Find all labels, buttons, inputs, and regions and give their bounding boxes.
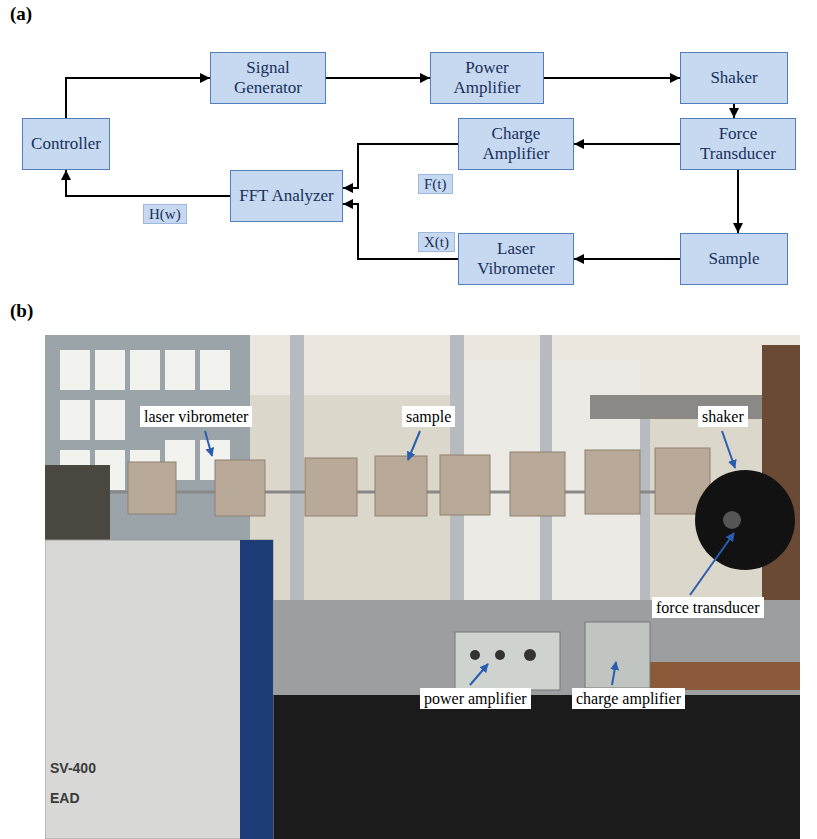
process-box: Sample: [680, 233, 788, 285]
panel-letter: (a): [10, 3, 32, 25]
leader-line: [408, 431, 420, 460]
device-marking: SV-400: [50, 760, 96, 776]
sample-plates: [128, 448, 710, 516]
box-text: Signal Generator: [211, 58, 325, 97]
process-box: FFT Analyzer: [230, 170, 343, 222]
laser-head-stripe: [240, 540, 273, 839]
signal-arrow: [574, 258, 680, 260]
box-text: FFT Analyzer: [235, 186, 338, 206]
process-box: Power Amplifier: [430, 52, 544, 104]
process-box: Signal Generator: [210, 52, 326, 104]
leader-line: [690, 533, 734, 595]
signal-tag: H(w): [143, 204, 187, 224]
callout-label: force transducer: [652, 597, 764, 618]
signal-arrow: [343, 204, 458, 259]
callout-label: laser vibrometer: [140, 406, 252, 427]
photo-scene: [45, 335, 800, 839]
laser-head: [45, 540, 273, 839]
signal-arrow: [733, 104, 735, 118]
signal-tag: F(t): [418, 174, 453, 194]
box-text: Shaker: [706, 68, 761, 88]
callout-label: power amplifier: [420, 688, 531, 709]
process-box: Controller: [22, 118, 110, 170]
force-transducer-part: [723, 511, 741, 529]
leader-line: [612, 662, 616, 685]
box-text: Charge Amplifier: [459, 124, 573, 163]
wood-base: [640, 662, 800, 690]
box-text: Controller: [27, 134, 105, 154]
box-text: Power Amplifier: [431, 58, 543, 97]
callout-leaders: [205, 431, 735, 685]
process-box: Force Transducer: [680, 118, 796, 170]
callout-label: shaker: [698, 406, 748, 427]
signal-tag: X(t): [418, 232, 455, 252]
device-marking: EAD: [50, 790, 80, 806]
signal-arrow: [326, 77, 430, 79]
box-text: Force Transducer: [681, 124, 795, 163]
process-box: Charge Amplifier: [458, 118, 574, 170]
signal-arrow: [574, 143, 680, 145]
process-box: Shaker: [680, 52, 788, 104]
shaker-body: [695, 470, 795, 570]
power-amplifier-device: [455, 632, 560, 690]
leader-line: [205, 431, 212, 456]
panel-letter: (b): [10, 300, 33, 322]
box-text: Laser Vibrometer: [459, 239, 573, 278]
leader-line: [722, 431, 735, 468]
callout-label: sample: [402, 406, 455, 427]
signal-arrow: [737, 170, 739, 233]
signal-arrow: [544, 77, 680, 79]
charge-amplifier-device: [585, 622, 650, 688]
callout-label: charge amplifier: [572, 688, 685, 709]
signal-arrow: [66, 78, 210, 118]
lab-wall: [45, 335, 800, 839]
box-text: Sample: [705, 249, 764, 269]
signal-arrow: [66, 170, 230, 196]
process-box: Laser Vibrometer: [458, 233, 574, 285]
leader-line: [470, 664, 488, 685]
